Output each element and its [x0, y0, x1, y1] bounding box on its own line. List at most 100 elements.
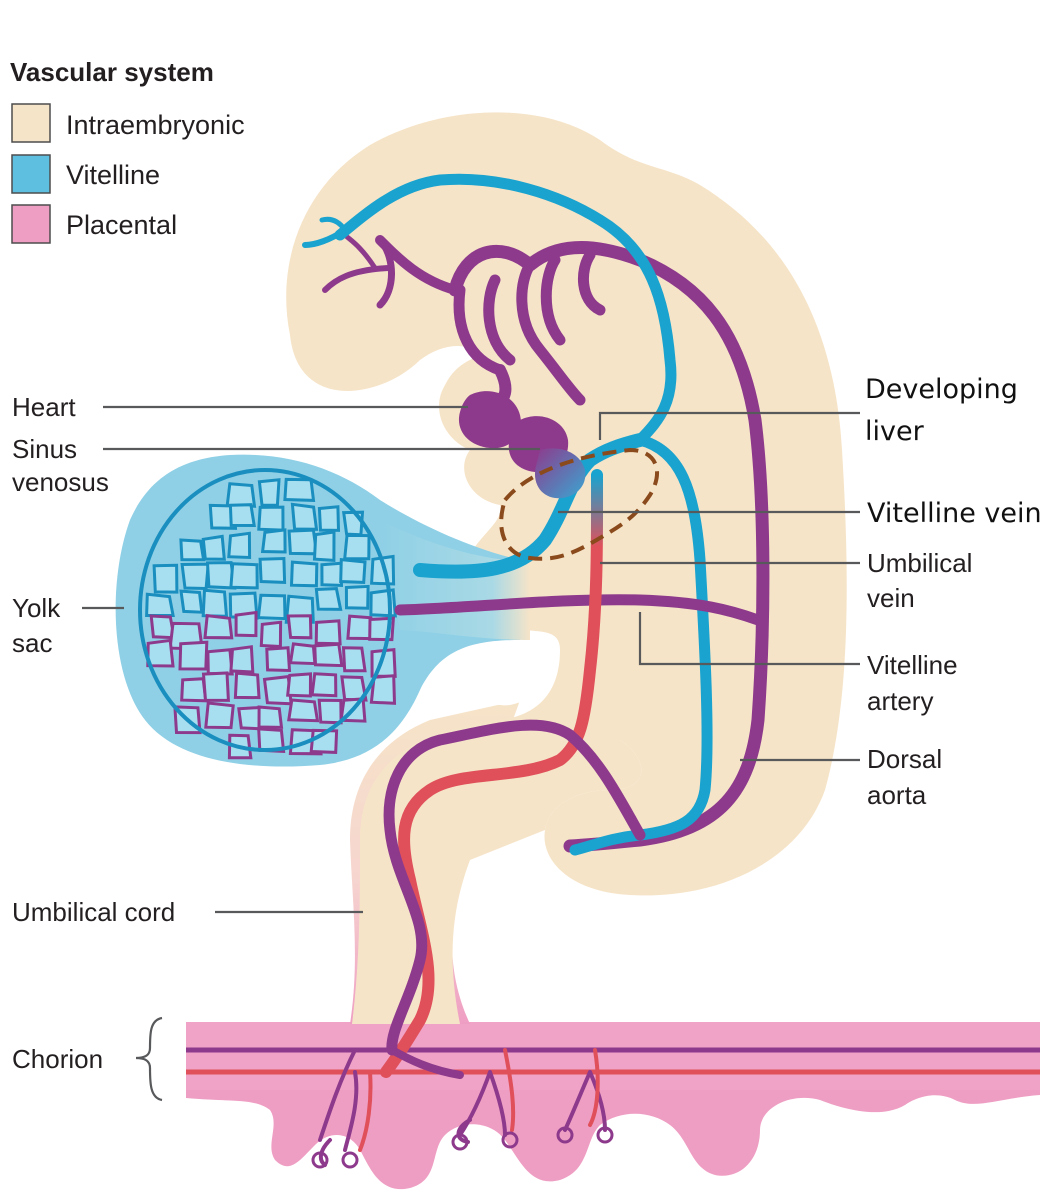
- villus-loop-6: [596, 1126, 614, 1144]
- capillary-cell: [257, 505, 285, 532]
- aortic-arch-3: [516, 259, 586, 406]
- legend: Vascular system Intraembryonic Vitelline…: [10, 57, 245, 244]
- capillary-cell: [286, 614, 313, 640]
- label-umbilical-vein-line1: Umbilical: [867, 548, 972, 578]
- capillary-cell: [283, 477, 316, 502]
- capillary-cell: [265, 646, 292, 673]
- capillary-cell: [314, 619, 342, 646]
- posterior-vein-vessel: [569, 434, 713, 856]
- chorion-brace: [135, 1016, 163, 1102]
- head-artery-branch-2: [322, 265, 391, 293]
- capillary-cell: [225, 482, 257, 508]
- heart-chamber: [458, 391, 521, 449]
- aortic-arch-1: [453, 284, 506, 376]
- yolk-capillary-network: [138, 468, 397, 760]
- label-umbilical-cord: Umbilical cord: [12, 897, 175, 927]
- capillary-cell: [201, 588, 229, 618]
- capillary-cell: [310, 672, 338, 698]
- villus-loop-1: [311, 1151, 329, 1169]
- legend-swatch-intraembryonic: [11, 103, 51, 143]
- capillary-cell: [286, 672, 313, 698]
- capillary-cell: [203, 613, 234, 640]
- vitelline-vein-vessel: [413, 433, 647, 579]
- capillary-cell: [317, 505, 341, 532]
- villus-loop-3: [451, 1133, 469, 1151]
- label-dorsal-aorta-line1: Dorsal: [867, 744, 942, 774]
- capillary-cell: [146, 638, 175, 668]
- capillary-cell: [343, 533, 371, 561]
- capillary-cell: [233, 671, 261, 700]
- label-dorsal-aorta-line2: aorta: [867, 780, 927, 810]
- label-yolk-line1: Yolk: [12, 593, 61, 623]
- label-vitelline-artery-line2: artery: [867, 686, 933, 716]
- capillary-cell: [344, 584, 370, 610]
- leader-lines: [82, 405, 860, 1102]
- capillary-cell: [229, 645, 255, 674]
- capillary-cell: [179, 589, 204, 614]
- leader-liver: [598, 411, 860, 440]
- label-vitelline-artery-line1: Vitelline: [867, 650, 958, 680]
- umbilical-vein-vessel: [380, 469, 604, 1078]
- head-vein-branch-2: [319, 216, 348, 233]
- villus-loop-2: [341, 1151, 359, 1169]
- capillary-cell: [340, 675, 368, 702]
- label-liver-line2: liver: [865, 416, 925, 447]
- label-umbilical-vein-line2: vein: [867, 583, 915, 613]
- villus-loop-4: [501, 1131, 519, 1149]
- legend-label-intraembryonic: Intraembryonic: [66, 110, 245, 140]
- dorsal-aorta-vessel: [448, 241, 770, 853]
- capillary-cell: [339, 557, 367, 584]
- vessels: [302, 173, 770, 1169]
- yolk-sac: [115, 454, 530, 767]
- chorion: [186, 1022, 1040, 1190]
- capillary-cell: [259, 620, 283, 649]
- label-liver-line1: Developing: [865, 374, 1018, 405]
- label-chorion: Chorion: [12, 1044, 103, 1074]
- capillary-cell: [145, 592, 175, 617]
- capillary-cell: [180, 562, 210, 591]
- label-yolk-line2: sac: [12, 628, 52, 658]
- capillary-cell: [314, 587, 343, 611]
- capillary-cell: [257, 705, 284, 729]
- capillary-cell: [288, 642, 317, 666]
- umbilical-artery-vessel: [383, 719, 646, 1056]
- aortic-arch-5: [577, 249, 606, 316]
- chorion-membrane: [186, 1022, 1040, 1090]
- capillary-cell: [204, 701, 235, 730]
- capillary-cell: [317, 698, 343, 725]
- leader-vitelline-artery: [638, 612, 860, 666]
- label-heart: Heart: [12, 392, 76, 422]
- villus-vessel-3: [563, 1070, 607, 1132]
- legend-swatch-vitelline: [11, 154, 51, 194]
- label-sinus-line1: Sinus: [12, 434, 77, 464]
- capillary-cell: [287, 528, 319, 556]
- capillary-cell: [289, 560, 319, 588]
- capillary-cell: [341, 646, 367, 673]
- aortic-arch-2: [483, 274, 516, 366]
- aortic-arch-4: [540, 254, 566, 346]
- capillary-cell: [179, 538, 206, 562]
- capillary-cell: [256, 593, 287, 621]
- capillary-cell: [290, 502, 319, 531]
- vitelline-artery-vessel: [394, 594, 764, 626]
- gut-gap: [475, 645, 551, 706]
- villus-loop-5: [556, 1126, 574, 1144]
- capillary-cell: [178, 640, 209, 671]
- labels: Heart Sinus venosus Yolk sac Umbilical c…: [12, 374, 1042, 1074]
- capillary-cell: [228, 503, 256, 528]
- label-vitelline-vein: Vitelline vein: [867, 498, 1042, 529]
- umbilical-artery-return: [388, 1046, 464, 1079]
- legend-title: Vascular system: [10, 57, 214, 87]
- capillary-cell: [180, 677, 208, 703]
- capillary-cell: [201, 534, 226, 561]
- capillary-cell: [260, 528, 287, 554]
- capillary-cell: [257, 478, 281, 507]
- capillary-cell: [257, 727, 286, 753]
- capillary-cell: [320, 561, 344, 587]
- capillary-cell: [201, 671, 230, 702]
- capillary-cell: [312, 530, 336, 563]
- anterior-vein-vessel: [334, 173, 677, 446]
- villus-vessel-4: [358, 1048, 600, 1152]
- capillary-cell: [313, 642, 344, 668]
